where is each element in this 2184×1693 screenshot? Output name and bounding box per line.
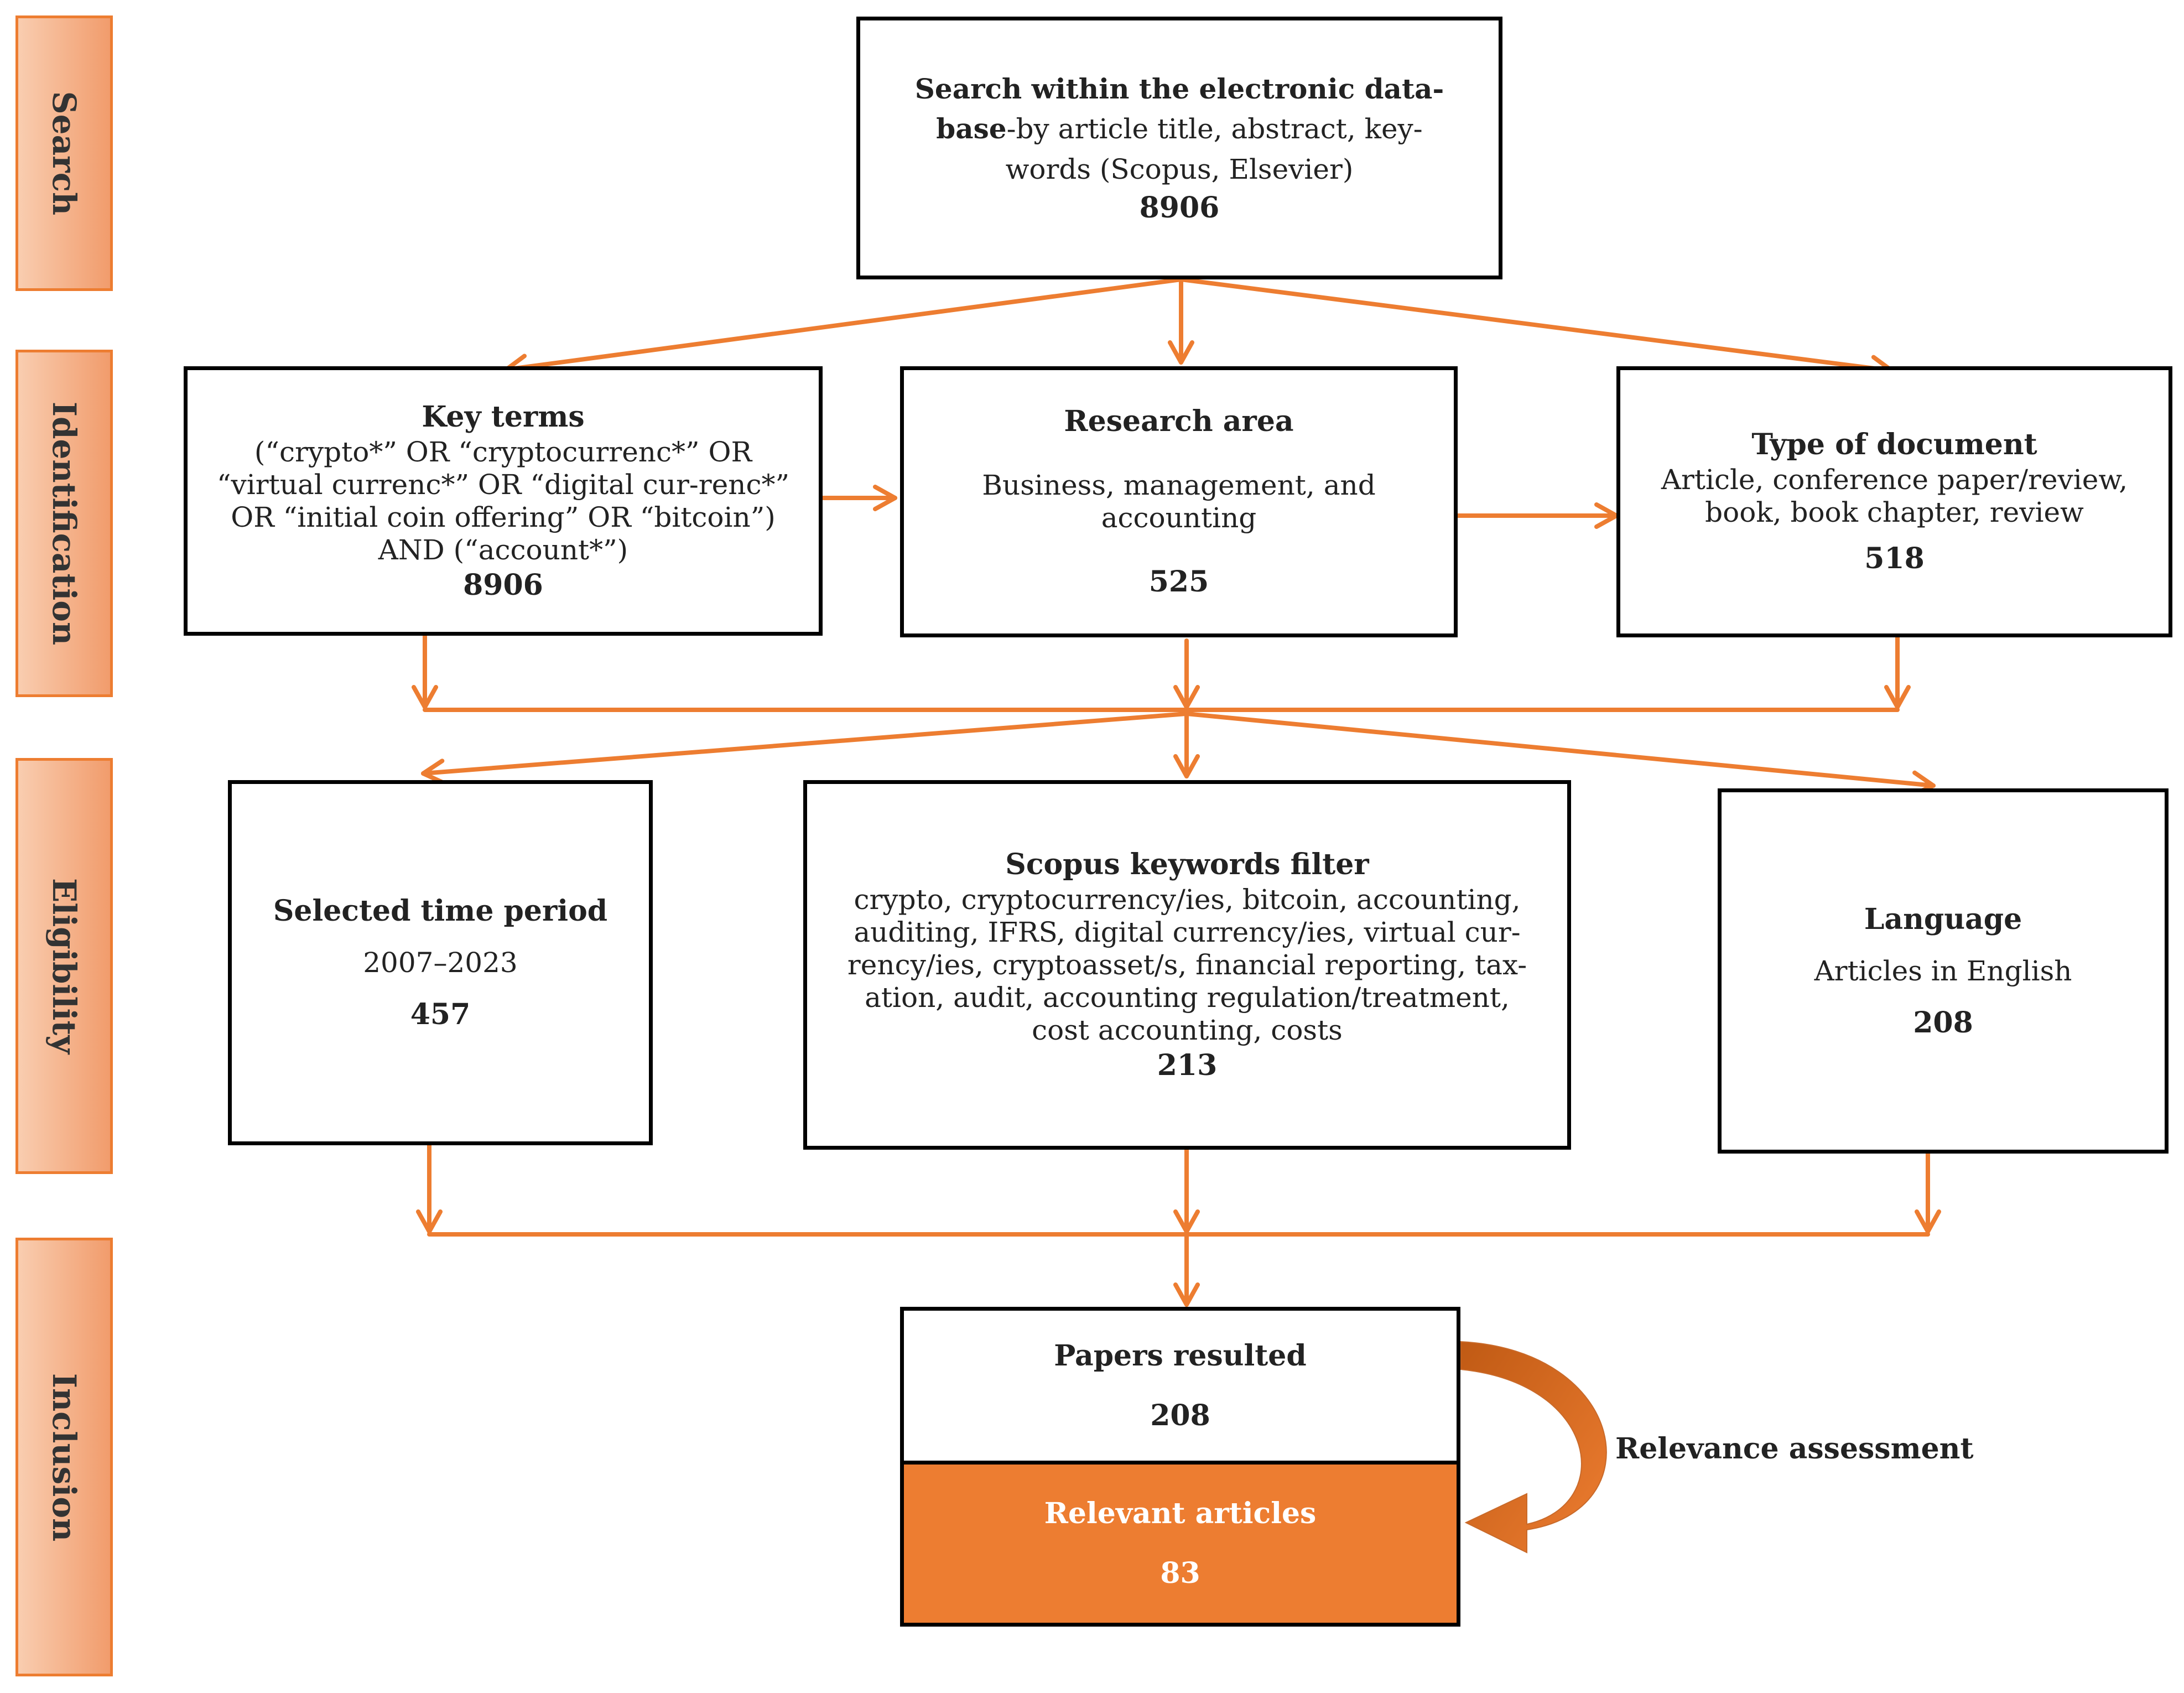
time-period-value: 2007–2023	[363, 946, 518, 979]
stage-eligibility: Eligibility	[15, 758, 113, 1174]
relevance-assessment-label: Relevance assessment	[1615, 1432, 1974, 1466]
stage-identification: Identification	[15, 350, 113, 697]
language-count: 208	[1913, 1005, 1973, 1040]
search-box-count: 8906	[1139, 191, 1220, 225]
search-box-criteria: -by article title, abstract, key-words (…	[1005, 113, 1423, 185]
time-period-count: 457	[410, 997, 471, 1031]
language-value: Articles in English	[1814, 954, 2072, 987]
language-title: Language	[1864, 902, 2022, 936]
research-area-value: Business, management, and accounting	[982, 469, 1376, 534]
research-area-count: 525	[1148, 565, 1209, 599]
keywords-filter-count: 213	[1157, 1048, 1218, 1082]
stage-search-label: Search	[45, 91, 84, 216]
papers-resulted-title: Papers resulted	[1054, 1338, 1307, 1373]
relevant-articles-box: Relevant articles 83	[900, 1461, 1460, 1627]
research-area-box: Research area Business, management, and …	[900, 366, 1458, 637]
stage-identification-label: Identification	[45, 401, 84, 646]
relevance-assessment-curved-arrow	[1460, 1341, 1607, 1554]
search-box-title: Search within the electronic data-base	[914, 72, 1444, 146]
arrow-search-to-document-type	[1179, 277, 1894, 382]
stage-search: Search	[15, 15, 113, 291]
time-period-title: Selected time period	[273, 894, 608, 928]
papers-resulted-box: Papers resulted 208	[900, 1307, 1460, 1465]
relevant-articles-count: 83	[1160, 1556, 1200, 1590]
document-type-count: 518	[1864, 542, 1925, 575]
key-terms-title: Key terms	[422, 399, 585, 434]
arrow-to-language	[1184, 712, 1936, 797]
document-type-value: Article, conference paper/review, book, …	[1661, 464, 2128, 528]
arrow-search-to-key-terms	[504, 277, 1183, 381]
key-terms-query: (“crypto*” OR “cryptocurrenc*” OR “virtu…	[216, 435, 790, 566]
keywords-filter-title: Scopus keywords filter	[1005, 847, 1369, 881]
language-box: Language Articles in English 208	[1718, 788, 2169, 1154]
key-terms-count: 8906	[463, 568, 543, 602]
document-type-box: Type of document Article, conference pap…	[1616, 366, 2172, 637]
document-type-title: Type of document	[1751, 428, 2037, 462]
stage-eligibility-label: Eligibility	[45, 877, 84, 1055]
arrow-to-time-period	[421, 712, 1189, 786]
search-box: Search within the electronic data-base-b…	[856, 17, 1502, 279]
stage-inclusion-label: Inclusion	[45, 1373, 84, 1541]
time-period-box: Selected time period 2007–2023 457	[228, 780, 653, 1145]
research-area-title: Research area	[1064, 404, 1294, 439]
search-box-text: Search within the electronic data-base-b…	[899, 69, 1460, 190]
papers-resulted-count: 208	[1150, 1398, 1210, 1432]
keywords-filter-box: Scopus keywords filter crypto, cryptocur…	[803, 780, 1571, 1150]
keywords-filter-list: crypto, cryptocurrency/ies, bitcoin, acc…	[847, 883, 1527, 1046]
key-terms-box: Key terms (“crypto*” OR “cryptocurrenc*”…	[184, 366, 823, 636]
relevant-articles-title: Relevant articles	[1044, 1497, 1317, 1531]
stage-inclusion: Inclusion	[15, 1238, 113, 1676]
